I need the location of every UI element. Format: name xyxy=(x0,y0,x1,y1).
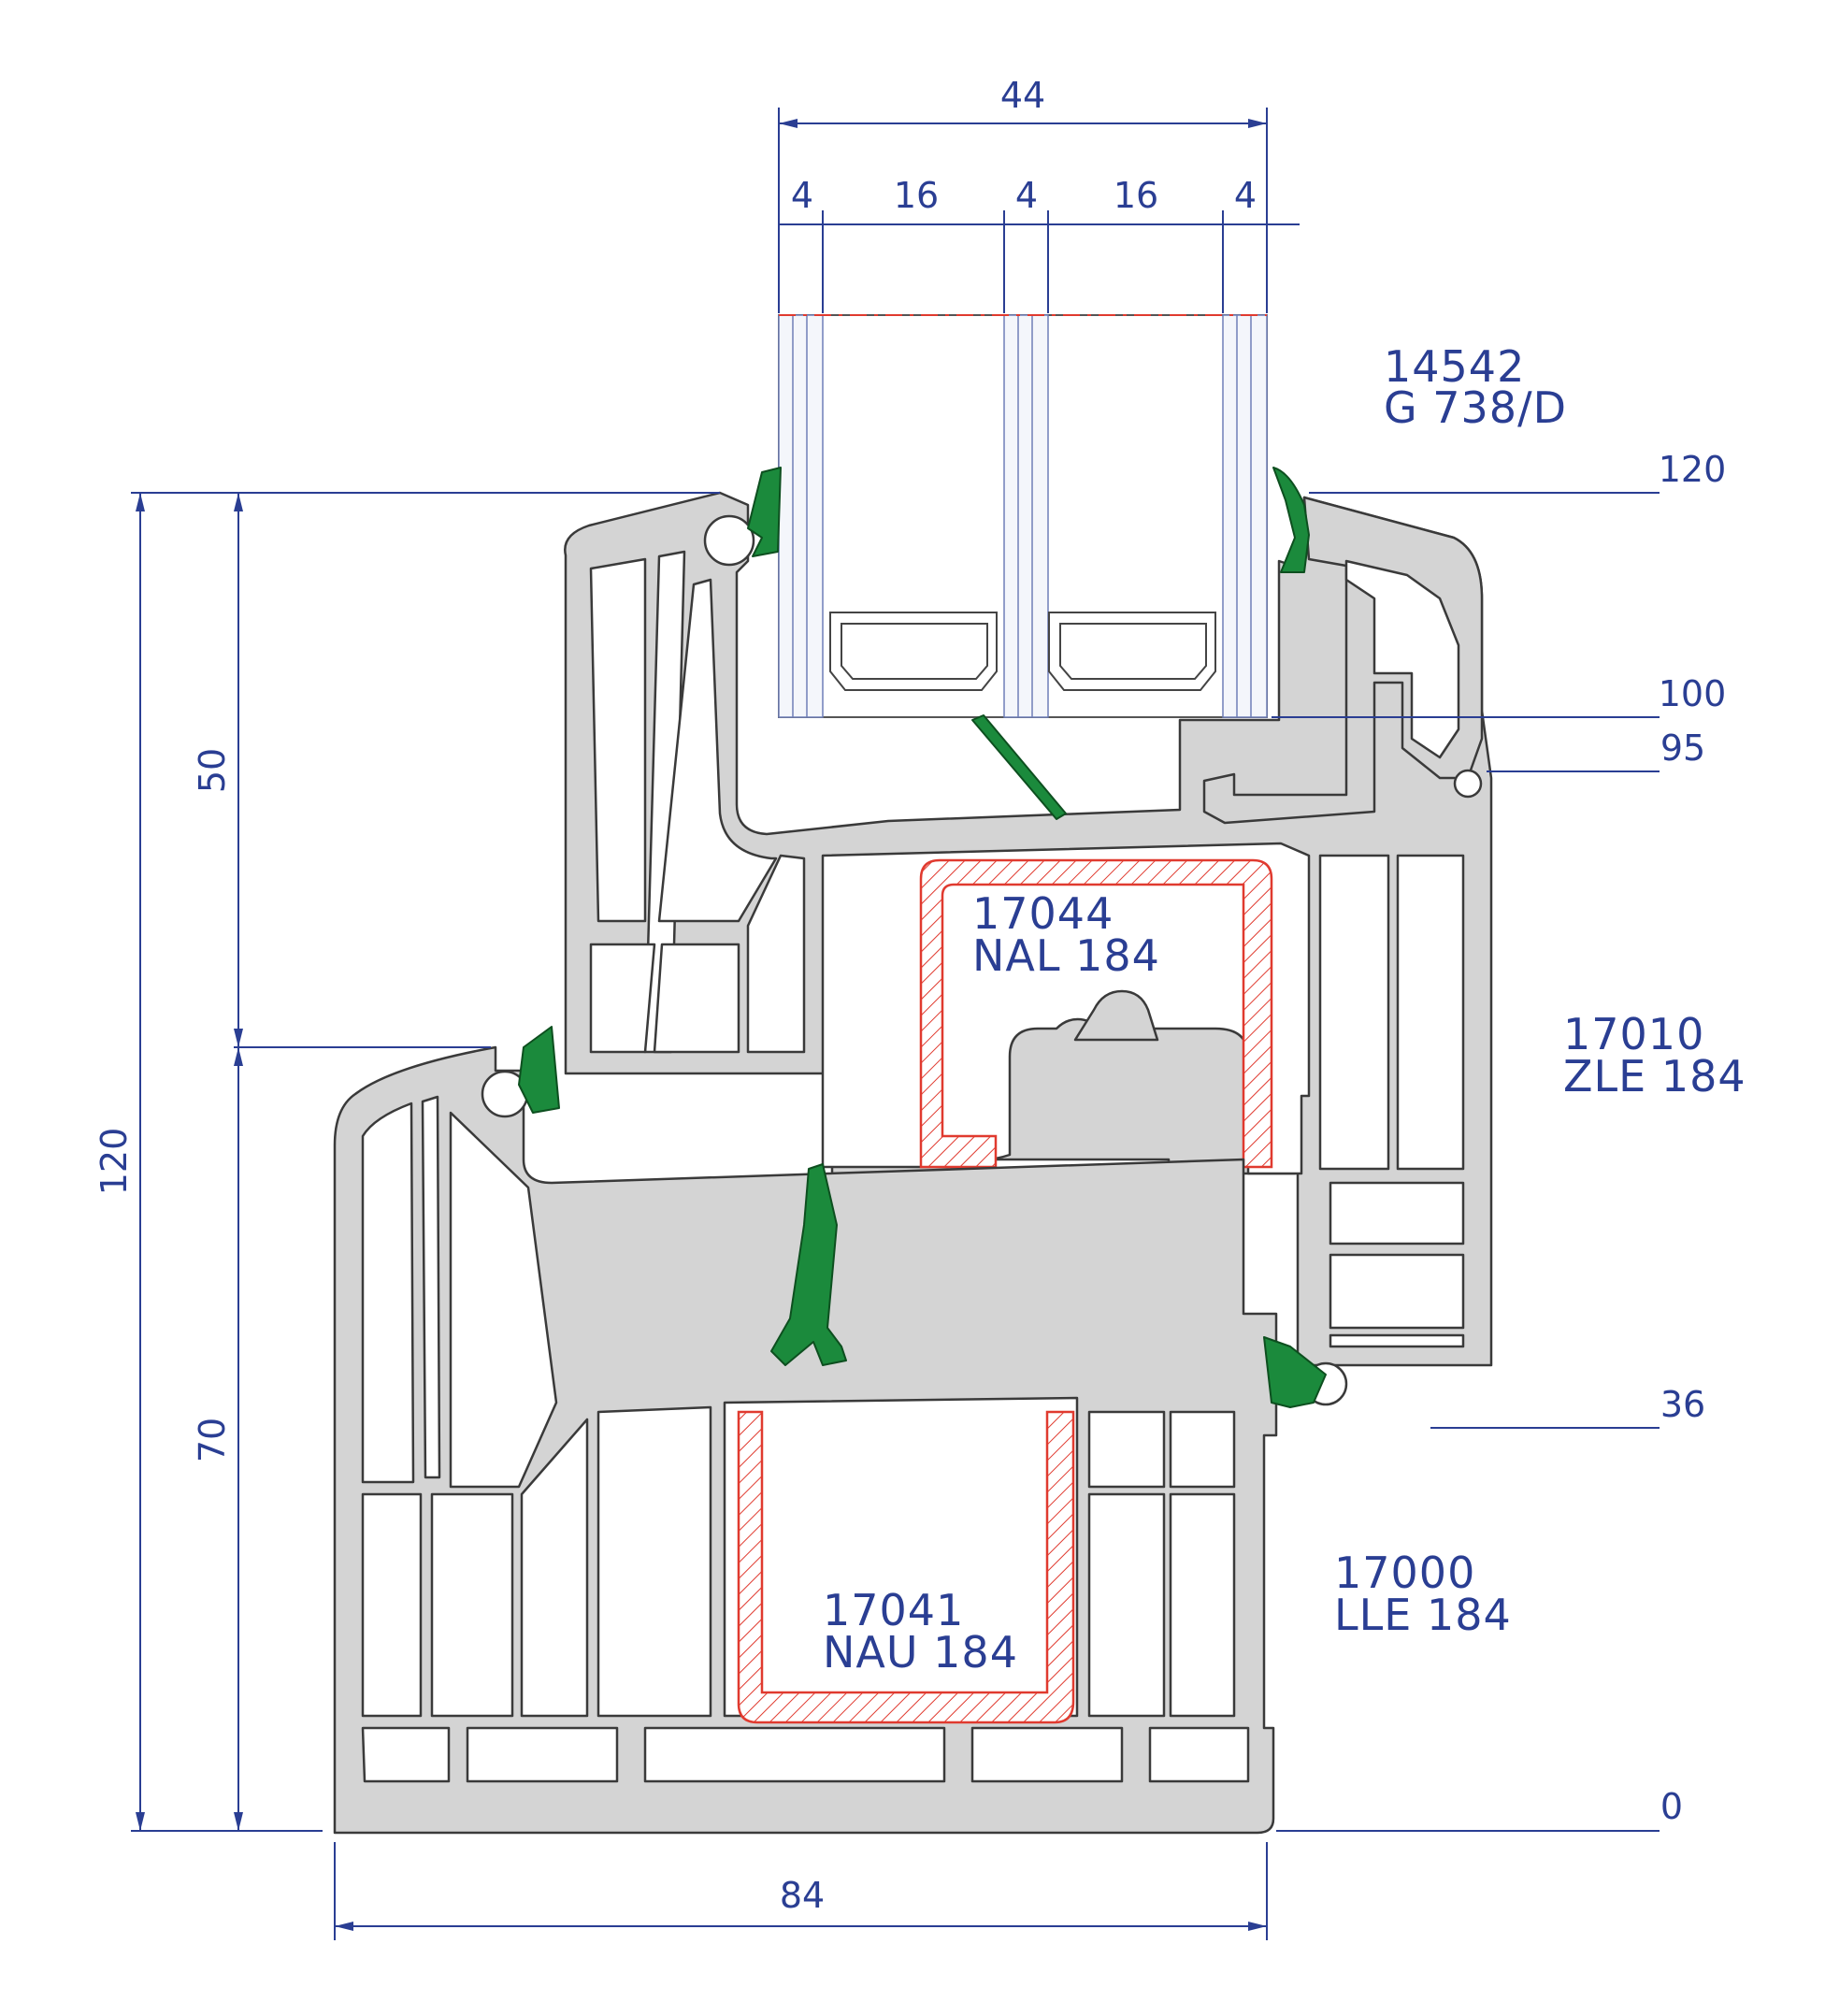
sash-chamber-6 xyxy=(746,854,806,1054)
dim-glass-layer-3: 4 xyxy=(1234,175,1257,216)
dim-sash-height: 50 xyxy=(192,748,233,793)
frame-profile-name: LLE 184 xyxy=(1334,1590,1512,1640)
dimensions: 44 4 16 4 16 4 120 100 95 36 0 120 50 xyxy=(93,75,1726,1940)
sash-chamber-9 xyxy=(1329,1181,1465,1246)
dim-gap-2: 16 xyxy=(1114,175,1158,216)
glazing-spacer-2-inner xyxy=(1059,623,1207,680)
dim-total-height: 120 xyxy=(93,1128,135,1196)
sash-chamber-1 xyxy=(589,557,647,923)
frame-reinforcement-name: NAU 184 xyxy=(823,1627,1018,1678)
dim-glass-layer-2: 4 xyxy=(1015,175,1038,216)
glass-pane-outer xyxy=(778,314,824,718)
frame-chamber-3 xyxy=(361,1492,423,1718)
frame-foot-chamber-4 xyxy=(970,1726,1124,1783)
frame-chamber-5 xyxy=(449,1111,558,1489)
frame-foot-chamber-2 xyxy=(466,1726,619,1783)
gaskets xyxy=(518,467,1327,1408)
glazing-spacer-1-inner xyxy=(841,623,988,680)
level-mark-36: 36 xyxy=(1660,1384,1705,1425)
frame-reinforcement xyxy=(737,1410,1075,1724)
frame-foot-chamber-1 xyxy=(361,1726,451,1783)
sash-chamber-10 xyxy=(1329,1253,1465,1330)
sash-rebate-gasket-icon xyxy=(971,714,1067,820)
frame-chamber-1 xyxy=(361,1102,415,1484)
level-mark-95: 95 xyxy=(1660,727,1705,769)
sash-reinforcement-name: NAL 184 xyxy=(972,930,1160,981)
sash-chamber-11 xyxy=(1329,1333,1465,1348)
sash-chamber-4 xyxy=(589,943,656,1054)
frame-chamber-9 xyxy=(1169,1410,1236,1489)
dim-glass-layer-1: 4 xyxy=(791,175,813,216)
frame-reinforcement-code: 17041 xyxy=(823,1585,964,1635)
sash-profile-name: ZLE 184 xyxy=(1563,1051,1746,1102)
level-mark-100: 100 xyxy=(1659,673,1727,714)
frame-chamber-6 xyxy=(520,1418,589,1718)
frame-outer-gasket-icon xyxy=(518,1026,560,1114)
frame-foot-chamber-3 xyxy=(643,1726,946,1783)
glass-pane-inner xyxy=(1222,314,1268,718)
frame-chamber-2 xyxy=(421,1095,441,1479)
sash-chamber-5 xyxy=(653,943,740,1054)
frame-main-chamber xyxy=(723,1396,1079,1718)
bead-clip xyxy=(1453,769,1483,799)
dim-glazing-overall: 44 xyxy=(1000,75,1045,116)
center-seal-gasket-icon xyxy=(770,1163,847,1366)
frame-inner-gasket-icon xyxy=(1263,1336,1327,1408)
sash-chamber-3 xyxy=(657,578,778,923)
part-labels: 14542 G 738/D 17044 NAL 184 17010 ZLE 18… xyxy=(823,341,1746,1678)
level-mark-0: 0 xyxy=(1660,1786,1683,1827)
frame-chamber-4 xyxy=(430,1492,514,1718)
sash-chamber-8 xyxy=(1396,854,1465,1171)
frame-foot-chamber-5 xyxy=(1148,1726,1250,1783)
sash-glazing-groove xyxy=(703,514,755,567)
glazing-bead-chamber xyxy=(1344,559,1460,759)
glass-pane-middle xyxy=(1003,314,1049,718)
frame-chamber-8 xyxy=(1087,1410,1166,1489)
glazing-unit xyxy=(778,314,1268,718)
dim-gap-1: 16 xyxy=(894,175,939,216)
sash-chamber-7 xyxy=(1318,854,1390,1171)
dim-frame-depth: 84 xyxy=(780,1875,825,1916)
glazing-name: G 738/D xyxy=(1384,382,1567,433)
level-mark-120: 120 xyxy=(1659,449,1727,490)
sash-profile-code: 17010 xyxy=(1563,1009,1704,1059)
sash-center-seal-mount xyxy=(1073,989,1159,1042)
frame-chamber-11 xyxy=(1169,1492,1236,1718)
inner-glazing-gasket-icon xyxy=(1272,467,1310,573)
sash-reinforcement xyxy=(919,858,1273,1169)
dim-frame-height: 70 xyxy=(192,1418,233,1462)
frame-chamber-7 xyxy=(596,1405,712,1718)
sash-reinforcement-code: 17044 xyxy=(972,888,1114,939)
outer-glazing-gasket-icon xyxy=(747,467,782,557)
frame-profile xyxy=(333,1045,1348,1835)
glazing-code: 14542 xyxy=(1384,341,1525,392)
frame-chamber-10 xyxy=(1087,1492,1166,1718)
frame-profile-code: 17000 xyxy=(1334,1548,1475,1598)
